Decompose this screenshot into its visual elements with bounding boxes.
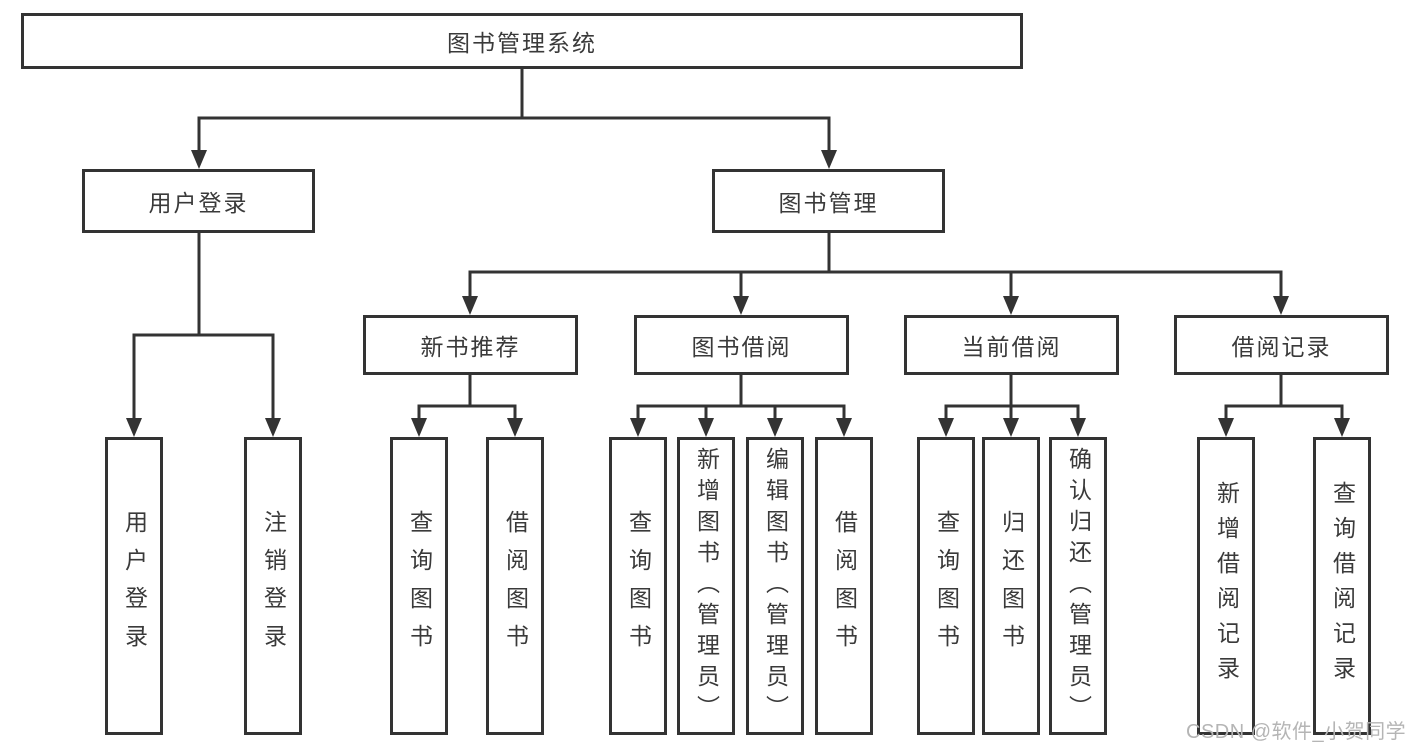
node-new-book-recommend: 新书推荐 — [363, 315, 578, 375]
leaf-borrow-books-recommend: 借阅图书 — [486, 437, 544, 735]
watermark: CSDN @软件_小贺同学 — [1186, 721, 1405, 743]
leaf-label: 查询借阅记录 — [1329, 481, 1356, 691]
leaf-add-book-admin: 新增图书（管理员） — [677, 437, 735, 735]
node-label: 借阅记录 — [1231, 334, 1332, 360]
leaf-label: 查询图书 — [406, 510, 433, 662]
arrow-down-icons — [126, 150, 1350, 437]
node-label: 图书借阅 — [691, 334, 792, 360]
node-book-borrowing: 图书借阅 — [634, 315, 849, 375]
node-label: 当前借阅 — [961, 334, 1062, 360]
leaf-label: 新增借阅记录 — [1213, 481, 1240, 691]
leaf-label: 查询图书 — [933, 510, 960, 662]
node-borrow-records: 借阅记录 — [1174, 315, 1389, 375]
node-user-login: 用户登录 — [82, 169, 315, 233]
leaf-add-borrow-record: 新增借阅记录 — [1197, 437, 1255, 735]
leaf-query-books-borrowing: 查询图书 — [609, 437, 667, 735]
leaf-label: 借阅图书 — [831, 510, 858, 662]
leaf-query-books-current: 查询图书 — [917, 437, 975, 735]
leaf-label: 借阅图书 — [502, 510, 529, 662]
leaf-borrow-books: 借阅图书 — [815, 437, 873, 735]
leaf-label: 查询图书 — [625, 510, 652, 662]
leaf-confirm-return-admin: 确认归还（管理员） — [1049, 437, 1107, 735]
node-book-management: 图书管理 — [712, 169, 945, 233]
leaf-return-books: 归还图书 — [982, 437, 1040, 735]
leaf-user-login: 用户登录 — [105, 437, 163, 735]
node-label: 用户登录 — [148, 190, 249, 216]
leaf-label: 注销登录 — [260, 510, 287, 662]
leaf-query-borrow-record: 查询借阅记录 — [1313, 437, 1371, 735]
leaf-label: 编辑图书（管理员） — [762, 446, 789, 726]
node-label: 图书管理 — [778, 190, 879, 216]
leaf-label: 归还图书 — [998, 510, 1025, 662]
leaf-query-books-recommend: 查询图书 — [390, 437, 448, 735]
leaf-logout: 注销登录 — [244, 437, 302, 735]
leaf-label: 新增图书（管理员） — [693, 446, 720, 726]
node-current-borrowing: 当前借阅 — [904, 315, 1119, 375]
leaf-edit-book-admin: 编辑图书（管理员） — [746, 437, 804, 735]
node-root-label: 图书管理系统 — [447, 30, 597, 56]
leaf-label: 用户登录 — [121, 510, 148, 662]
tree-edges — [132, 69, 1344, 419]
node-label: 新书推荐 — [420, 334, 521, 360]
node-root: 图书管理系统 — [21, 13, 1023, 69]
leaf-label: 确认归还（管理员） — [1065, 446, 1092, 726]
